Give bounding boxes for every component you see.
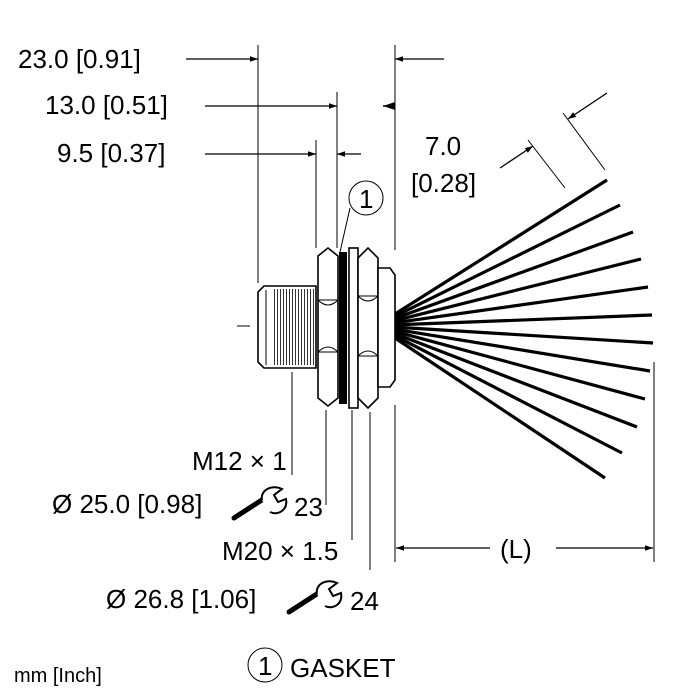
dim-nut-to-face: 13.0 [0.51] bbox=[45, 90, 168, 120]
wrench-icon bbox=[286, 580, 343, 615]
thread-m12-label: M12 × 1 bbox=[192, 446, 287, 476]
wire bbox=[394, 332, 638, 429]
wrench-25-label: Ø 25.0 [0.98] bbox=[52, 489, 202, 519]
legend-marker-circle bbox=[247, 647, 283, 683]
wrench-26-label: Ø 26.8 [1.06] bbox=[106, 584, 256, 614]
dim-cable-length: (L) bbox=[500, 534, 532, 564]
wire bbox=[394, 325, 654, 345]
connector-body bbox=[237, 246, 396, 410]
wire bbox=[394, 334, 623, 455]
wrench-26-size: 24 bbox=[350, 586, 379, 616]
wire bbox=[394, 178, 608, 316]
dim-wire-strip-inch: [0.28] bbox=[411, 168, 476, 198]
wire bbox=[394, 327, 651, 373]
wrench-25-size: 23 bbox=[294, 492, 323, 522]
leader-lines bbox=[291, 207, 371, 570]
dim-overall-length: 23.0 [0.91] bbox=[18, 44, 141, 74]
dim-wire-strip: 7.0 bbox=[425, 131, 461, 161]
wire-fan bbox=[394, 178, 654, 480]
units-label: mm [Inch] bbox=[14, 665, 102, 687]
thread-m20-label: M20 × 1.5 bbox=[222, 536, 338, 566]
dim-thread-length: 9.5 [0.37] bbox=[57, 138, 165, 168]
dimension-lines bbox=[186, 56, 653, 551]
legend-marker: 1 bbox=[258, 651, 272, 681]
wire bbox=[394, 230, 634, 320]
extension-lines bbox=[257, 45, 655, 562]
wire bbox=[394, 329, 646, 401]
wire bbox=[394, 257, 642, 323]
wire bbox=[394, 203, 621, 318]
gasket-marker: 1 bbox=[359, 184, 373, 214]
wrench-icon bbox=[231, 486, 288, 521]
wire bbox=[394, 285, 649, 325]
gasket-label: GASKET bbox=[290, 653, 396, 683]
wire bbox=[394, 336, 606, 480]
wire bbox=[394, 313, 653, 327]
gasket-marker-circle bbox=[348, 180, 384, 216]
